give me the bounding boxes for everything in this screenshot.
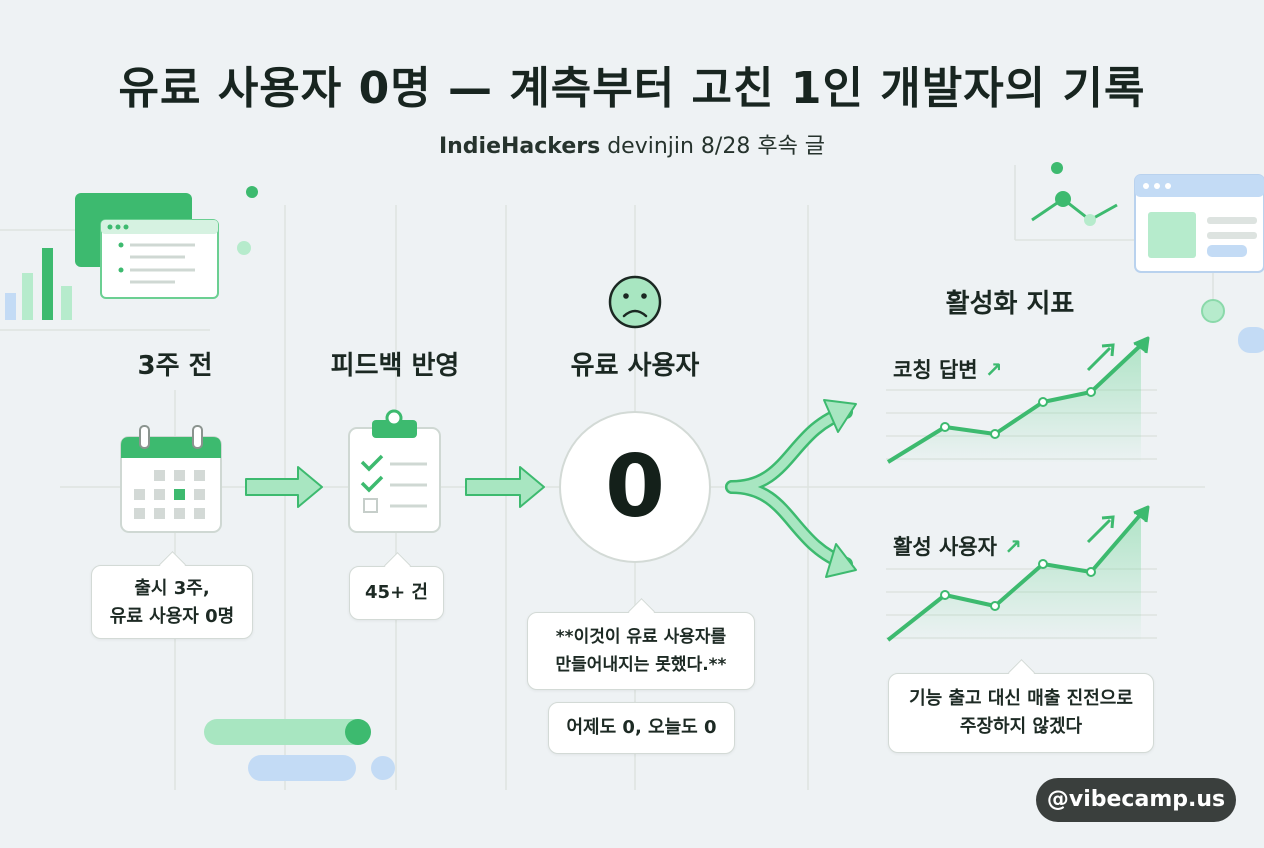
paid-users-value: 0 — [605, 437, 665, 537]
zero-circle — [559, 411, 711, 563]
decor-progress-bars — [204, 719, 395, 781]
metric-chart-coaching — [886, 336, 1157, 464]
trend-up-icon: ↗ — [984, 358, 1003, 382]
arrow-1 — [245, 466, 323, 508]
split-arrow — [725, 399, 857, 578]
step-label-feedback: 피드백 반영 — [330, 351, 460, 381]
arrow-2 — [465, 466, 545, 508]
subtitle-detail: devinjin 8/28 후속 글 — [600, 134, 826, 159]
subtitle-source: IndieHackers — [438, 134, 601, 159]
note-feedback-count-text: 45+ 건 — [365, 582, 428, 603]
note-feedback-count: 45+ 건 — [349, 552, 444, 620]
note-launch: 출시 3주, 유료 사용자 0명 — [91, 551, 253, 639]
note-no-conversion: **이것이 유료 사용자를 만들어내지는 못했다.** — [527, 598, 755, 690]
note-zero-daily: 어제도 0, 오늘도 0 — [548, 702, 735, 754]
decor-dashboard-topleft — [5, 186, 258, 320]
brand-badge[interactable]: @vibecamp.us — [1036, 778, 1236, 822]
note-no-conversion-line1: **이것이 유료 사용자를 — [555, 627, 727, 647]
note-revenue-line2: 주장하지 않겠다 — [959, 716, 1083, 737]
note-launch-line2: 유료 사용자 0명 — [109, 606, 235, 627]
sad-face-icon — [608, 275, 662, 329]
step-label-paid-users: 유료 사용자 — [570, 351, 700, 381]
calendar-icon — [120, 425, 222, 533]
note-launch-line1: 출시 3주, — [134, 578, 210, 599]
step-label-weeks-ago: 3주 전 — [137, 351, 213, 381]
metric-label-active-users: 활성 사용자 ↗ — [893, 531, 1022, 561]
metric-label-coaching: 코칭 답변 ↗ — [893, 354, 1003, 384]
decor-dashboard-topright — [1031, 162, 1264, 353]
note-revenue-line1: 기능 출고 대신 매출 진전으로 — [909, 688, 1133, 709]
metric-active-users-text: 활성 사용자 — [893, 535, 997, 559]
metric-chart-active-users — [886, 505, 1157, 642]
clipboard-icon — [348, 409, 441, 533]
metrics-heading: 활성화 지표 — [945, 289, 1075, 319]
trend-up-icon: ↗ — [1004, 535, 1022, 559]
page-subtitle: IndieHackers devinjin 8/28 후속 글 — [0, 128, 1264, 160]
page-title: 유료 사용자 0명 — 계측부터 고친 1인 개발자의 기록 — [118, 63, 1146, 114]
note-revenue-commitment: 기능 출고 대신 매출 진전으로 주장하지 않겠다 — [888, 659, 1154, 753]
note-no-conversion-line2: 만들어내지는 못했다.** — [555, 655, 727, 675]
metric-coaching-text: 코칭 답변 — [893, 358, 978, 382]
